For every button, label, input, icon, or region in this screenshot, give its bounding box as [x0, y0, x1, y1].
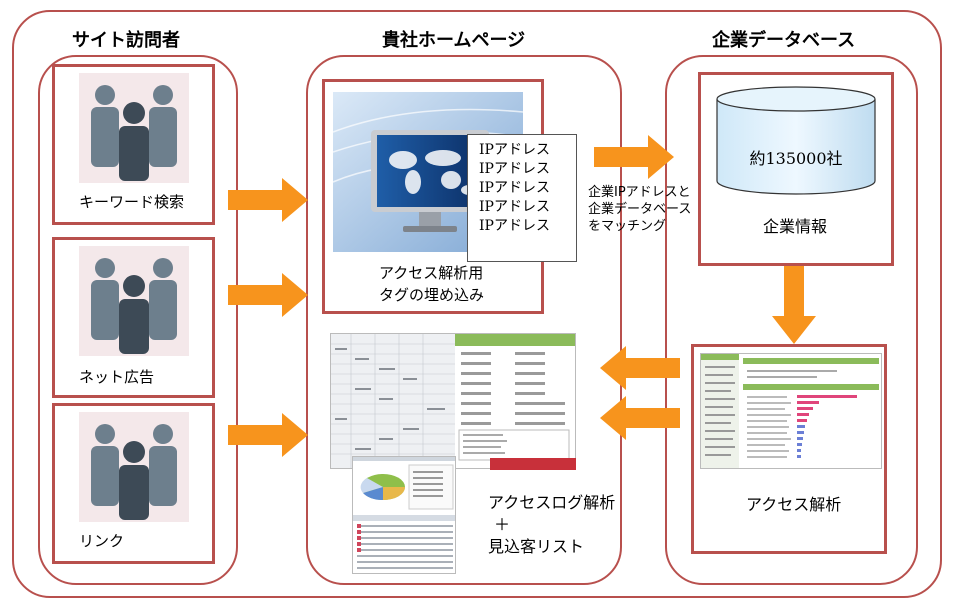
right-arrow-icon — [594, 135, 674, 179]
people-icon — [79, 412, 189, 522]
visitors-header: サイト訪問者 — [72, 30, 180, 51]
people-icon — [79, 246, 189, 356]
company-info-label: 企業情報 — [763, 217, 828, 236]
database-column — [665, 55, 918, 585]
homepage-column — [306, 55, 622, 585]
visitors-column — [38, 55, 238, 585]
company-count: 約135000社 — [749, 149, 843, 168]
ip-address-item: IPアドレス — [479, 142, 550, 158]
people-icon — [79, 73, 189, 183]
visitor-source-keyword: キーワード検索 — [52, 64, 215, 225]
homepage-header: 貴社ホームページ — [382, 30, 526, 51]
visitor-source-label: リンク — [79, 532, 125, 550]
result-description: アクセスログ解析 ＋ 見込客リスト — [488, 492, 615, 558]
ip-address-item: IPアドレス — [479, 218, 550, 234]
ip-address-item: IPアドレス — [479, 161, 550, 177]
visitor-source-ad: ネット広告 — [52, 237, 215, 398]
ip-address-item: IPアドレス — [479, 199, 550, 215]
right-arrow-icon — [228, 413, 308, 457]
tag-caption-line1: アクセス解析用 — [379, 264, 484, 282]
left-arrow-icon — [600, 396, 680, 440]
matching-line1: 企業IPアドレスと — [588, 185, 691, 200]
result-line1: アクセスログ解析 — [488, 493, 616, 512]
ip-address-list: IPアドレス IPアドレス IPアドレス IPアドレス IPアドレス — [467, 134, 577, 262]
down-arrow-icon — [772, 266, 816, 344]
access-log-screenshot-image — [330, 333, 576, 469]
tag-caption-line2: タグの埋め込み — [379, 286, 485, 304]
ip-address-item: IPアドレス — [479, 180, 550, 196]
right-arrow-icon — [228, 178, 308, 222]
access-analysis-box: アクセス解析 — [691, 344, 887, 554]
matching-description: 企業IPアドレスと 企業データベース をマッチング — [588, 184, 691, 235]
pie-chart-screenshot-image — [352, 456, 456, 574]
company-database-box: 約135000社 企業情報 — [698, 72, 894, 266]
database-cylinder-icon — [716, 86, 876, 195]
result-line2: ＋ — [494, 515, 511, 534]
download-list-bar — [490, 458, 576, 470]
visitor-source-label: ネット広告 — [79, 368, 155, 386]
visitor-source-label: キーワード検索 — [79, 193, 185, 211]
right-arrow-icon — [228, 273, 308, 317]
access-analysis-label: アクセス解析 — [746, 495, 842, 514]
result-line3: 見込客リスト — [488, 537, 585, 556]
analysis-screenshot-image — [700, 353, 882, 469]
diagram-frame — [12, 10, 942, 598]
left-arrow-icon — [600, 346, 680, 390]
matching-line2: 企業データベース — [588, 202, 692, 217]
visitor-source-link: リンク — [52, 403, 215, 564]
database-header: 企業データベース — [712, 30, 856, 51]
matching-line3: をマッチング — [588, 219, 667, 234]
tag-embed-box: IPアドレス IPアドレス IPアドレス IPアドレス IPアドレス アクセス解… — [322, 79, 577, 314]
